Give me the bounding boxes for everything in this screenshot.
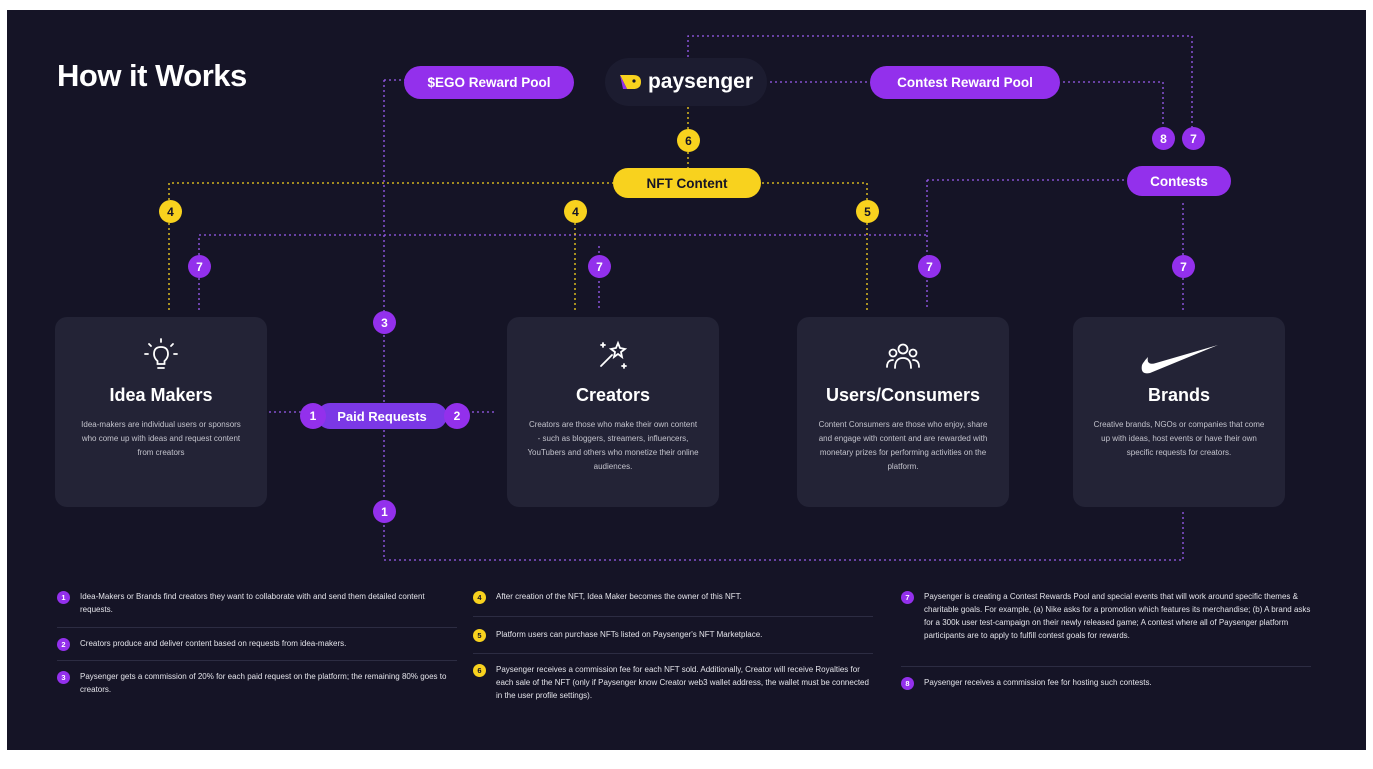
- badge-2-paid: 2: [444, 403, 470, 429]
- magic-wand-icon: [600, 340, 628, 369]
- card-brands: Brands Creative brands, NGOs or companie…: [1073, 317, 1285, 507]
- note-3: 3 Paysenger gets a commission of 20% for…: [57, 670, 457, 696]
- lightbulb-icon: [144, 338, 178, 369]
- note-4: 4 After creation of the NFT, Idea Maker …: [473, 590, 873, 604]
- note-text: Idea-Makers or Brands find creators they…: [80, 592, 425, 614]
- divider: [473, 653, 873, 654]
- card-title: Creators: [575, 385, 651, 405]
- nft-left-link: [168, 182, 613, 310]
- divider: [901, 666, 1311, 667]
- bottom-loop: [383, 430, 1184, 561]
- note-text: Platform users can purchase NFTs listed …: [496, 630, 763, 639]
- badge-3: 3: [373, 311, 396, 334]
- card-title: Idea Makers: [109, 385, 213, 405]
- note-badge: 1: [57, 591, 70, 604]
- note-badge: 2: [57, 638, 70, 651]
- contest-reward-pool-pill: Contest Reward Pool: [870, 66, 1060, 99]
- nft-content-pill: NFT Content: [613, 168, 761, 198]
- note-text: After creation of the NFT, Idea Maker be…: [496, 592, 742, 601]
- badge-4-creators: 4: [564, 200, 587, 223]
- paysenger-logo: paysenger: [605, 58, 767, 106]
- contests-pill: Contests: [1127, 166, 1231, 196]
- badge-6: 6: [677, 129, 700, 152]
- nft-right-link: [762, 182, 868, 310]
- logo-text: paysenger: [647, 70, 754, 93]
- badge-4-idea: 4: [159, 200, 182, 223]
- note-7: 7 Paysenger is creating a Contest Reward…: [901, 590, 1311, 642]
- badge-7-contests: 7: [1182, 127, 1205, 150]
- card-users-consumers: Users/Consumers Content Consumers are th…: [797, 317, 1009, 507]
- note-2: 2 Creators produce and deliver content b…: [57, 637, 457, 651]
- badge-7-idea: 7: [188, 255, 211, 278]
- card-idea-makers: Idea Makers Idea-makers are individual u…: [55, 317, 267, 507]
- card-description: Creative brands, NGOs or companies that …: [1093, 420, 1265, 457]
- badge-8: 8: [1152, 127, 1175, 150]
- ego-reward-pool-pill: $EGO Reward Pool: [404, 66, 574, 99]
- note-text: Paysenger is creating a Contest Rewards …: [924, 592, 1311, 640]
- badge-7-brands: 7: [1172, 255, 1195, 278]
- diagram-canvas: How it Works $EGO Reward Pool paysenger …: [7, 10, 1366, 750]
- badge-5: 5: [856, 200, 879, 223]
- badge-7-users: 7: [918, 255, 941, 278]
- note-text: Creators produce and deliver content bas…: [80, 639, 347, 648]
- card-description: Idea-makers are individual users or spon…: [81, 420, 241, 457]
- card-title: Users/Consumers: [825, 385, 981, 405]
- page-title: How it Works: [57, 58, 247, 93]
- divider: [473, 616, 873, 617]
- divider: [57, 627, 457, 628]
- note-1: 1 Idea-Makers or Brands find creators th…: [57, 590, 457, 616]
- note-badge: 4: [473, 591, 486, 604]
- paysenger-logo-icon: [619, 75, 641, 89]
- note-5: 5 Platform users can purchase NFTs liste…: [473, 628, 873, 642]
- note-badge: 6: [473, 664, 486, 677]
- card-description: Content Consumers are those who enjoy, s…: [818, 420, 988, 471]
- note-badge: 5: [473, 629, 486, 642]
- card-description: Creators are those who make their own co…: [527, 420, 699, 471]
- divider: [57, 660, 457, 661]
- ego-pool-link: [383, 79, 405, 405]
- note-text: Paysenger receives a commission fee for …: [496, 665, 869, 700]
- badge-7-creators: 7: [588, 255, 611, 278]
- card-title: Brands: [1147, 385, 1210, 405]
- users-group-icon: [886, 343, 920, 369]
- paid-requests-pill: Paid Requests: [317, 403, 447, 429]
- note-badge: 8: [901, 677, 914, 690]
- note-8: 8 Paysenger receives a commission fee fo…: [901, 676, 1311, 690]
- contest-top-loop: [687, 35, 1193, 150]
- note-badge: 7: [901, 591, 914, 604]
- paid-requests-label: Paid Requests: [337, 408, 427, 424]
- note-text: Paysenger gets a commission of 20% for e…: [80, 672, 447, 694]
- note-text: Paysenger receives a commission fee for …: [924, 678, 1152, 687]
- nike-swoosh-icon: [1141, 345, 1218, 374]
- note-6: 6 Paysenger receives a commission fee fo…: [473, 663, 873, 702]
- card-creators: Creators Creators are those who make the…: [507, 317, 719, 507]
- note-badge: 3: [57, 671, 70, 684]
- connector-lines: [168, 35, 1193, 561]
- badge-1-paid: 1: [300, 403, 326, 429]
- badge-1-bottom: 1: [373, 500, 396, 523]
- contest-line-7: [198, 179, 1127, 310]
